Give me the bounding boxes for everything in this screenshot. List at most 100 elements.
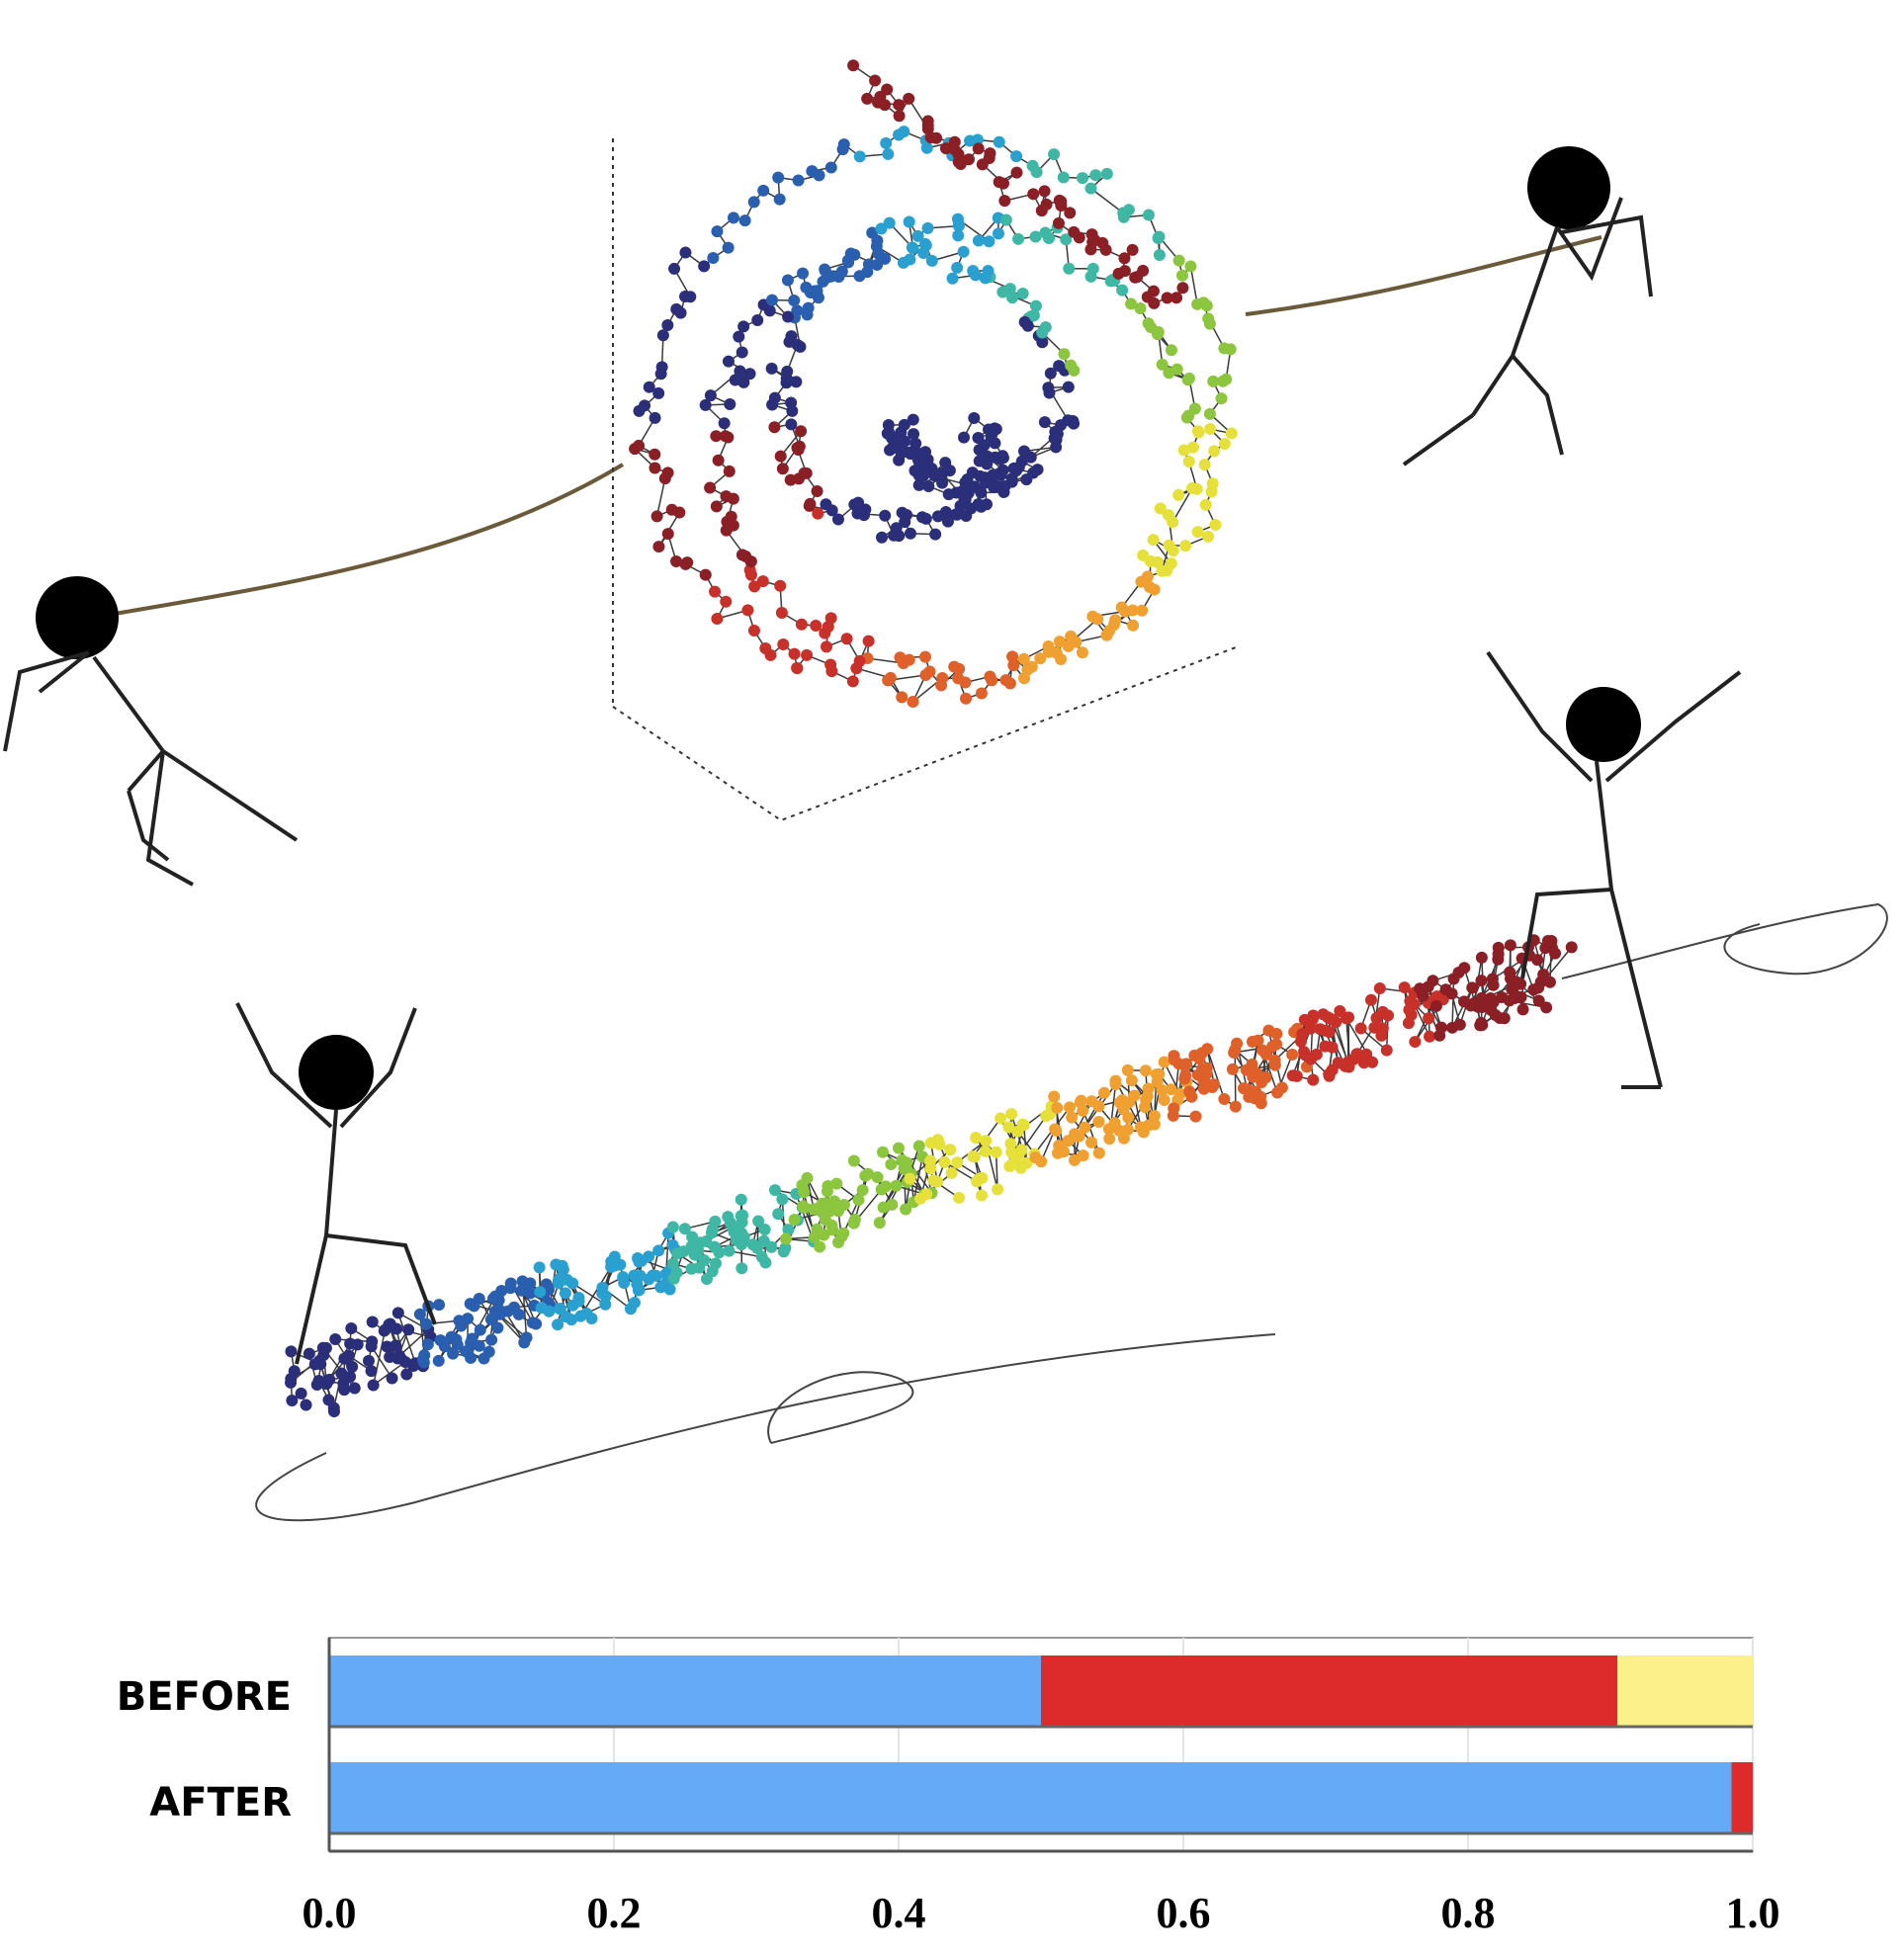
network-node <box>780 1232 793 1245</box>
network-node <box>1017 652 1030 665</box>
network-edge <box>372 1329 387 1386</box>
network-node <box>1380 1044 1393 1057</box>
network-node <box>1427 975 1439 987</box>
network-node <box>759 641 772 654</box>
network-node <box>1148 1109 1161 1122</box>
network-node <box>1076 646 1088 659</box>
network-node <box>993 467 1005 480</box>
network-node <box>759 1256 772 1269</box>
network-edge <box>1171 487 1193 523</box>
network-node <box>951 212 964 225</box>
network-node <box>1240 1063 1253 1076</box>
network-edge <box>1345 1018 1350 1062</box>
network-node <box>1121 1124 1134 1137</box>
network-node <box>421 1338 434 1351</box>
network-node <box>1317 1008 1330 1021</box>
network-node <box>1152 555 1165 568</box>
network-node <box>1466 981 1479 994</box>
network-node <box>1109 614 1122 627</box>
network-node <box>391 1307 404 1319</box>
network-node <box>924 1162 937 1175</box>
network-node <box>1486 973 1499 985</box>
network-node <box>862 635 875 647</box>
network-node <box>490 1292 503 1305</box>
network-node <box>980 498 993 511</box>
network-node <box>826 1224 839 1236</box>
network-edge <box>944 1161 978 1183</box>
network-node <box>1180 411 1193 424</box>
network-node <box>871 258 884 271</box>
network-node <box>853 150 866 163</box>
network-node <box>649 411 661 424</box>
network-node <box>552 1318 564 1331</box>
network-node <box>722 241 735 254</box>
network-node <box>736 346 748 359</box>
network-node <box>288 1365 301 1378</box>
network-node <box>824 612 837 625</box>
network-node <box>925 254 938 267</box>
network-node <box>346 1360 359 1373</box>
network-node <box>1161 292 1173 304</box>
network-node <box>1044 367 1057 380</box>
network-node <box>1250 1085 1262 1098</box>
network-node <box>896 691 909 704</box>
network-node <box>852 1194 865 1207</box>
network-node <box>671 1247 684 1260</box>
network-node <box>793 440 806 453</box>
network-node <box>931 1175 944 1188</box>
network-node <box>679 246 692 259</box>
network-node <box>976 1189 989 1202</box>
network-node <box>1027 188 1040 201</box>
network-node <box>1147 534 1160 547</box>
network-node <box>737 320 750 333</box>
stick-figure-cheering-left <box>235 1002 437 1365</box>
network-node <box>1020 1156 1033 1169</box>
network-node <box>432 1354 445 1367</box>
network-edge <box>1074 1100 1093 1135</box>
network-node <box>981 458 994 470</box>
network-node <box>1100 629 1113 641</box>
network-node <box>846 675 859 688</box>
network-node <box>329 1333 342 1346</box>
network-node <box>1006 1157 1019 1170</box>
network-node <box>790 376 803 388</box>
network-node <box>482 1345 495 1358</box>
network-node <box>1055 199 1068 212</box>
network-node <box>1218 1093 1231 1106</box>
network-node <box>972 498 985 511</box>
network-node <box>526 1316 539 1329</box>
network-node <box>1357 1057 1370 1069</box>
network-node <box>1150 1068 1163 1081</box>
network-node <box>1382 1009 1395 1022</box>
network-node <box>1229 1100 1242 1113</box>
network-node <box>655 361 668 374</box>
network-node <box>998 195 1011 208</box>
network-node <box>958 431 971 444</box>
network-node <box>765 362 778 375</box>
network-node <box>1068 364 1081 377</box>
network-node <box>386 1372 398 1385</box>
network-node <box>1198 459 1211 471</box>
network-edge <box>398 1328 429 1357</box>
network-node <box>1477 997 1490 1010</box>
network-node <box>1142 209 1155 221</box>
network-edge <box>1022 1125 1028 1163</box>
network-node <box>929 528 942 541</box>
network-node <box>670 555 683 568</box>
network-node <box>953 662 966 675</box>
network-node <box>1172 254 1185 267</box>
network-edge <box>655 477 666 517</box>
network-node <box>1030 166 1043 179</box>
network-node <box>1475 951 1488 964</box>
network-node <box>1184 260 1197 273</box>
network-node <box>797 267 810 280</box>
network-node <box>922 479 935 492</box>
network-node <box>628 1297 641 1310</box>
network-node <box>1168 1102 1180 1115</box>
network-node <box>763 304 776 317</box>
network-node <box>804 287 817 299</box>
network-node <box>900 1203 912 1216</box>
network-node <box>342 1349 355 1362</box>
network-node <box>649 462 661 474</box>
network-node <box>950 508 963 521</box>
